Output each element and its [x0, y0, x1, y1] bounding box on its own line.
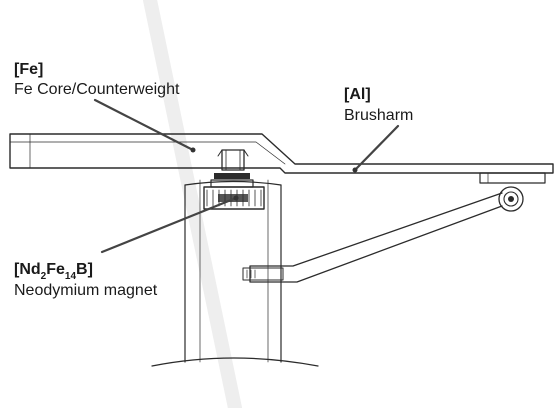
leader-dot-fe — [190, 147, 196, 153]
neodymium-magnet — [203, 173, 265, 210]
nd-symbol-label: [Nd2Fe14B] — [14, 260, 93, 283]
brusharm-body — [9, 133, 554, 174]
nd-description-label: Neodymium magnet — [14, 282, 158, 299]
cylinder-housing — [184, 179, 282, 363]
platter-arc — [151, 357, 319, 367]
brush-rod — [242, 192, 503, 283]
fe-description-label: Fe Core/Counterweight — [14, 81, 180, 98]
nd-symbol-fe: Fe — [46, 261, 65, 278]
nd-symbol-sub1: 2 — [40, 271, 47, 283]
nd-symbol-open: [Nd — [14, 261, 41, 278]
al-description-label: Brusharm — [344, 107, 414, 124]
background-streak — [143, 0, 242, 408]
leader-dot-al — [352, 167, 358, 173]
leader-lines — [93, 98, 400, 254]
leader-line-nd — [100, 196, 238, 254]
al-symbol-label: [Al] — [344, 86, 371, 103]
leader-line-al — [353, 124, 400, 172]
pivot-wheel — [498, 186, 524, 212]
nd-symbol-sub2: 14 — [64, 271, 77, 283]
leader-line-fe — [93, 98, 195, 152]
leader-dot-nd — [233, 195, 239, 201]
arm-end-bracket — [479, 172, 546, 184]
pivot-cap — [217, 149, 249, 171]
fe-symbol-label: [Fe] — [14, 61, 44, 78]
nd-symbol-close: B] — [76, 261, 93, 278]
